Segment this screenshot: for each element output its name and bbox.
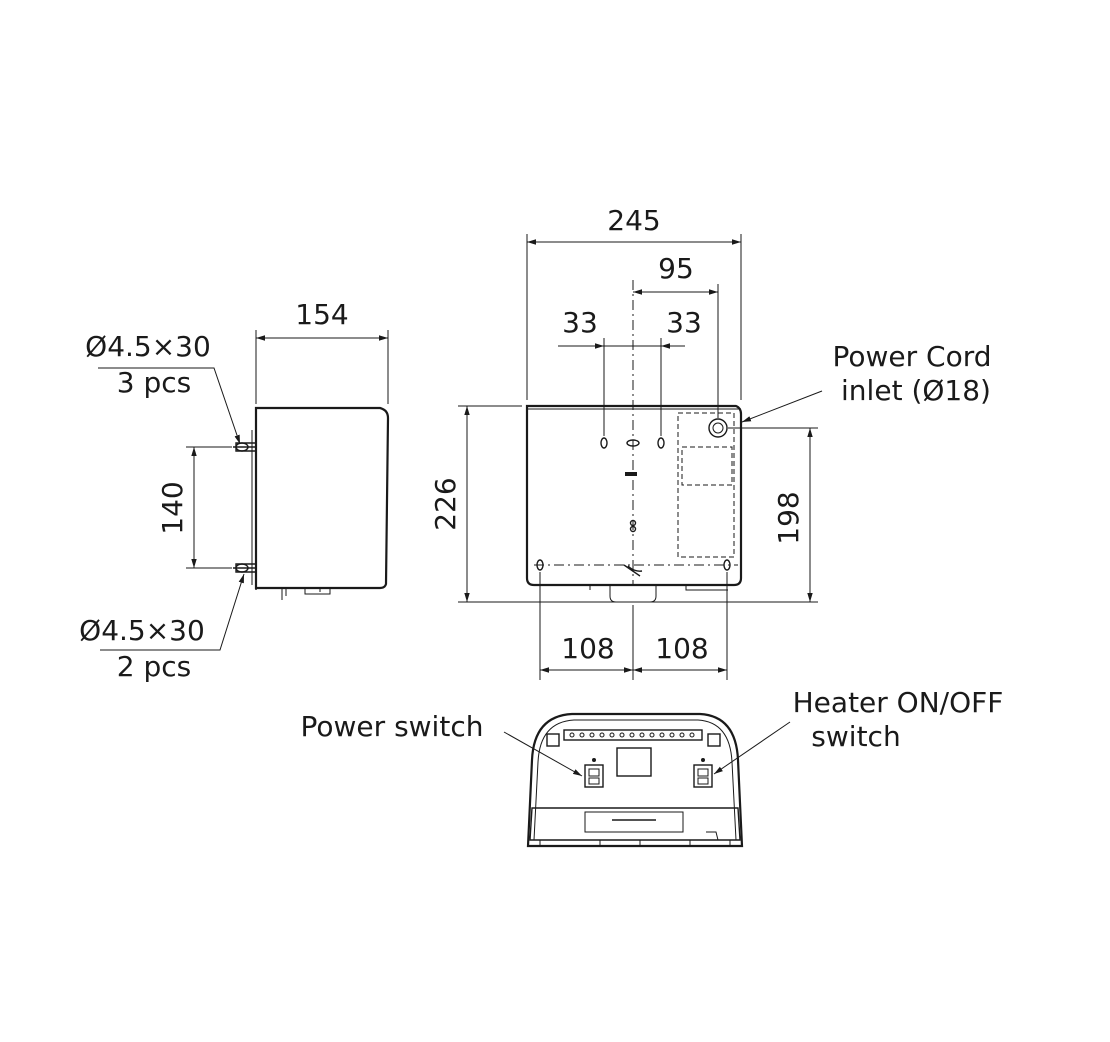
- vent-dots: [569, 732, 695, 738]
- heater-switch-line2: switch: [811, 720, 900, 753]
- right-hole-label: 33: [666, 306, 702, 339]
- front-view: Power Cord inlet (Ø18) 245 95 33 33 226 …: [429, 204, 992, 680]
- front-width-label: 245: [607, 204, 660, 237]
- side-width-label: 154: [295, 298, 348, 331]
- cord-inlet-line1: Power Cord: [832, 340, 991, 373]
- screw-top: [233, 442, 257, 452]
- power-switch-icon: [584, 758, 604, 788]
- bottom-right-label: 108: [655, 632, 708, 665]
- power-switch-label: Power switch: [301, 710, 484, 743]
- screw-top-qty: 3 pcs: [117, 366, 191, 399]
- screw-bottom-spec: Ø4.5×30: [79, 614, 205, 647]
- offset-label: 95: [658, 252, 694, 285]
- screw-bottom-qty: 2 pcs: [117, 650, 191, 683]
- side-view: 154 140 Ø4.5×30 3 pcs Ø4.5×30 2 pcs: [79, 298, 390, 683]
- bottom-view: Power switch Heater ON/OFF switch: [301, 686, 1004, 848]
- hole-spacing-label: 140: [156, 481, 189, 534]
- front-height-label: 226: [429, 477, 462, 530]
- screw-bottom: [233, 563, 257, 573]
- heater-switch-icon: [693, 758, 713, 788]
- left-hole-label: 33: [562, 306, 598, 339]
- screw-top-spec: Ø4.5×30: [85, 330, 211, 363]
- heater-switch-line1: Heater ON/OFF: [793, 686, 1004, 719]
- cord-inlet-line2: inlet (Ø18): [841, 374, 991, 407]
- cord-height-label: 198: [772, 491, 805, 544]
- bottom-left-label: 108: [561, 632, 614, 665]
